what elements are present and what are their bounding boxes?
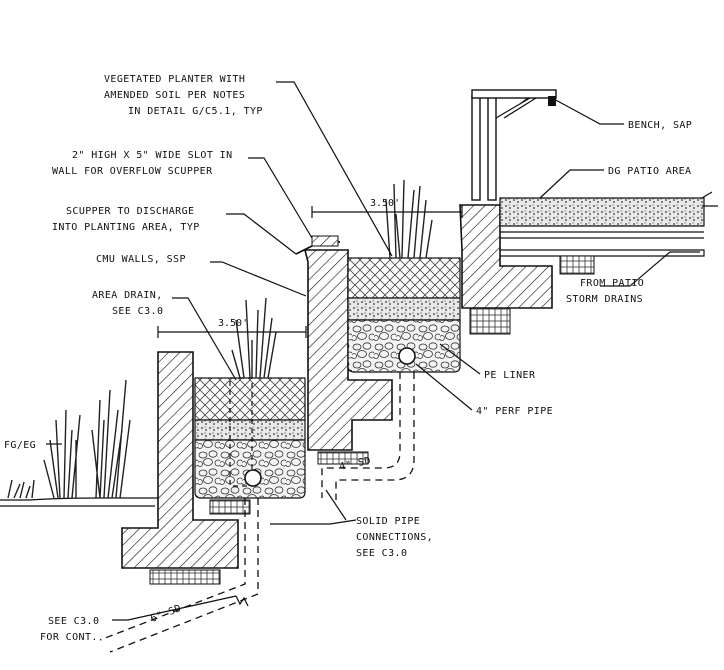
grass-plant-left bbox=[7, 379, 131, 499]
middle-planter bbox=[295, 179, 511, 465]
label-solid-pipe-1: SOLID PIPE bbox=[356, 516, 420, 527]
area-drain-riser bbox=[229, 377, 253, 487]
existing-grade bbox=[0, 497, 158, 507]
bench bbox=[471, 89, 557, 201]
label-solid-pipe-2: CONNECTIONS, bbox=[356, 532, 433, 543]
label-bench: BENCH, SAP bbox=[628, 120, 692, 131]
label-patio-drains-1: FROM PATIO bbox=[580, 278, 644, 289]
lower-perf-pipe bbox=[244, 469, 262, 487]
label-pe-liner: PE LINER bbox=[484, 370, 536, 381]
label-area-drain-2: SEE C3.0 bbox=[112, 306, 163, 317]
lower-planter bbox=[121, 297, 306, 585]
label-patio-drains-2: STORM DRAINS bbox=[566, 294, 643, 305]
label-planter-2: AMENDED SOIL PER NOTES bbox=[104, 90, 245, 101]
label-slot-1: 2" HIGH X 5" WIDE SLOT IN bbox=[72, 150, 233, 161]
upper-gravel-layer bbox=[347, 319, 461, 373]
dg-patio-surface bbox=[499, 197, 705, 227]
storm-drain-pipes bbox=[99, 372, 415, 653]
lower-sand-layer bbox=[194, 419, 306, 441]
label-scupper-2: INTO PLANTING AREA, TYP bbox=[52, 222, 200, 233]
lower-footing-base bbox=[149, 569, 221, 585]
label-dg-patio: DG PATIO AREA bbox=[608, 166, 691, 177]
lower-wall-left bbox=[121, 351, 239, 569]
label-see-c30-2: FOR CONT. bbox=[40, 632, 98, 643]
upper-sand-layer bbox=[347, 297, 461, 321]
upper-planter-right-wall bbox=[459, 89, 718, 309]
annotation-labels: VEGETATED PLANTER WITH AMENDED SOIL PER … bbox=[4, 74, 692, 643]
lower-planter-plant bbox=[231, 297, 277, 379]
label-perf-pipe: 4" PERF PIPE bbox=[476, 406, 553, 417]
lower-soil-layer bbox=[194, 377, 306, 421]
upper-perf-pipe bbox=[398, 347, 416, 365]
dimension-lower: 3.50' bbox=[157, 318, 307, 338]
label-cmu: CMU WALLS, SSP bbox=[96, 254, 186, 265]
lower-gravel-layer bbox=[194, 439, 306, 499]
label-sd6: 6" SD bbox=[149, 603, 183, 625]
dimension-lower-label: 3.50' bbox=[218, 318, 248, 329]
label-planter-3: IN DETAIL G/C5.1, TYP bbox=[128, 106, 263, 117]
label-fg-eg: FG/EG bbox=[4, 440, 36, 451]
leader-lines bbox=[46, 81, 700, 621]
upper-planter-plant bbox=[385, 179, 433, 259]
dimension-upper: 3.50' bbox=[311, 198, 463, 218]
label-scupper-1: SCUPPER TO DISCHARGE bbox=[66, 206, 194, 217]
label-solid-pipe-3: SEE C3.0 bbox=[356, 548, 407, 559]
upper-soil-layer bbox=[347, 257, 461, 299]
dimension-upper-label: 3.50' bbox=[370, 198, 400, 209]
label-planter-1: VEGETATED PLANTER WITH bbox=[104, 74, 245, 85]
label-see-c30-1: SEE C3.0 bbox=[48, 616, 99, 627]
label-area-drain-1: AREA DRAIN, bbox=[92, 290, 163, 301]
label-slot-2: WALL FOR OVERFLOW SCUPPER bbox=[52, 166, 213, 177]
